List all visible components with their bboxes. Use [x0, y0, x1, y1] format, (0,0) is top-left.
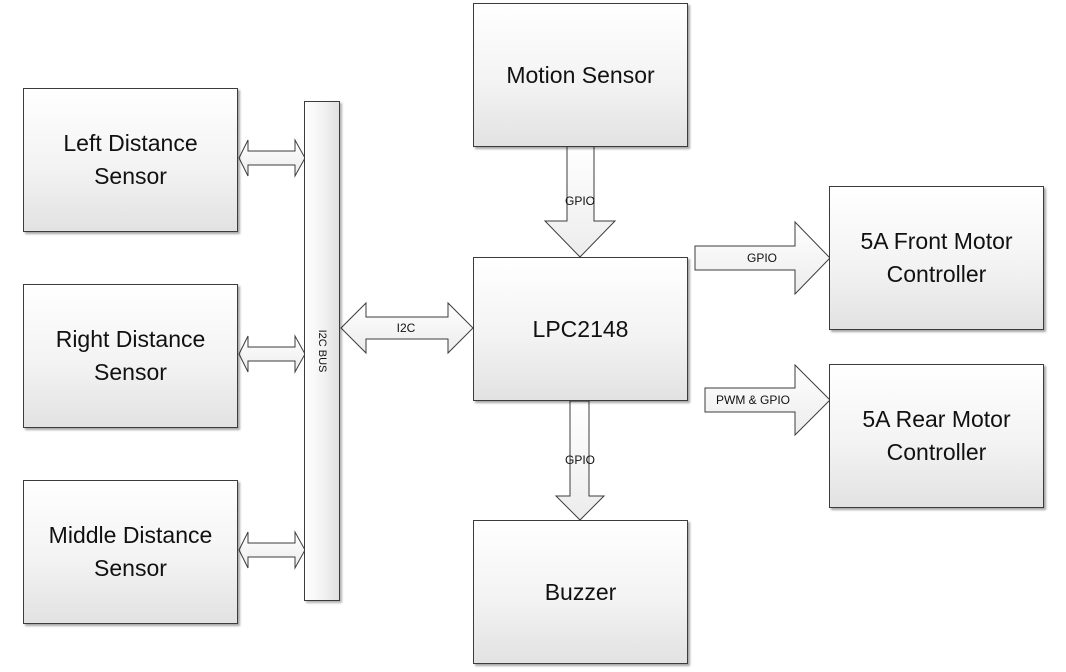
front-gpio-arrow	[694, 220, 831, 296]
front-motor-controller-block: 5A Front Motor Controller	[829, 186, 1044, 330]
left-distance-sensor-label: Left Distance Sensor	[63, 130, 198, 189]
i2c-label: I2C	[396, 321, 416, 335]
mcu-label: LPC2148	[532, 315, 629, 342]
rear-pwm-label: PWM & GPIO	[715, 393, 791, 407]
right-distance-sensor-block: Right Distance Sensor	[23, 284, 238, 428]
mcu-block: LPC2148	[473, 257, 688, 401]
left-distance-sensor-block: Left Distance Sensor	[23, 88, 238, 232]
right-sensor-bus-arrow	[238, 334, 306, 374]
motion-gpio-arrow	[543, 145, 617, 258]
right-distance-sensor-label: Right Distance Sensor	[55, 326, 206, 385]
rear-motor-controller-label: 5A Rear Motor Controller	[862, 406, 1011, 465]
rear-pwm-arrow	[704, 363, 831, 437]
motion-sensor-label: Motion Sensor	[506, 61, 655, 88]
front-motor-controller-label: 5A Front Motor Controller	[860, 228, 1013, 287]
rear-motor-controller-block: 5A Rear Motor Controller	[829, 364, 1044, 508]
buzzer-gpio-arrow	[554, 400, 606, 521]
left-sensor-bus-arrow	[238, 138, 306, 178]
buzzer-label: Buzzer	[544, 578, 617, 605]
i2c-bus-block: I2C BUS	[304, 101, 340, 601]
middle-distance-sensor-label: Middle Distance Sensor	[48, 522, 213, 581]
buzzer-block: Buzzer	[473, 520, 688, 664]
middle-distance-sensor-block: Middle Distance Sensor	[23, 480, 238, 624]
motion-sensor-block: Motion Sensor	[473, 3, 688, 147]
middle-sensor-bus-arrow	[238, 530, 306, 570]
i2c-bus-label: I2C BUS	[316, 329, 328, 373]
buzzer-gpio-label: GPIO	[564, 453, 596, 467]
motion-gpio-label: GPIO	[564, 194, 596, 208]
front-gpio-label: GPIO	[746, 251, 778, 265]
